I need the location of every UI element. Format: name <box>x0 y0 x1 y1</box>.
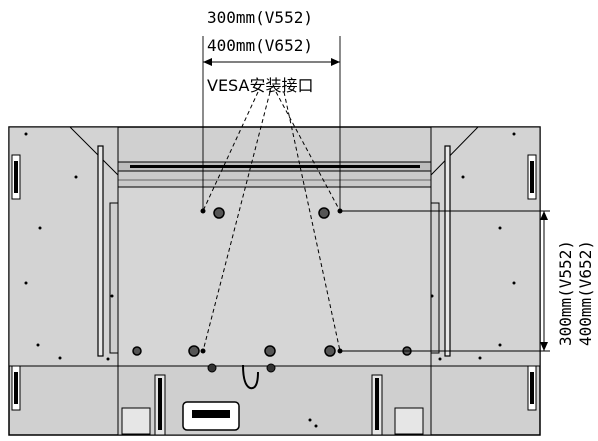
right-handle <box>444 145 451 357</box>
mounting-area <box>117 186 432 367</box>
vesa-hole-upper-left-large <box>213 207 225 219</box>
height-label-v552: 300mm(V552) <box>556 240 575 346</box>
vesa-leader-lines <box>202 91 341 352</box>
vesa-hole-lower-right-large <box>324 345 336 357</box>
vesa-mount-label: VESA安装接口 <box>207 76 314 95</box>
width-label-v652: 400mm(V652) <box>207 36 313 55</box>
height-label-v652: 400mm(V652) <box>576 240 595 346</box>
vesa-hole-upper-right-large <box>318 207 330 219</box>
width-label-v552: 300mm(V552) <box>207 8 313 27</box>
vesa-hole-lower-left-large <box>188 345 200 357</box>
left-handle <box>97 145 104 357</box>
